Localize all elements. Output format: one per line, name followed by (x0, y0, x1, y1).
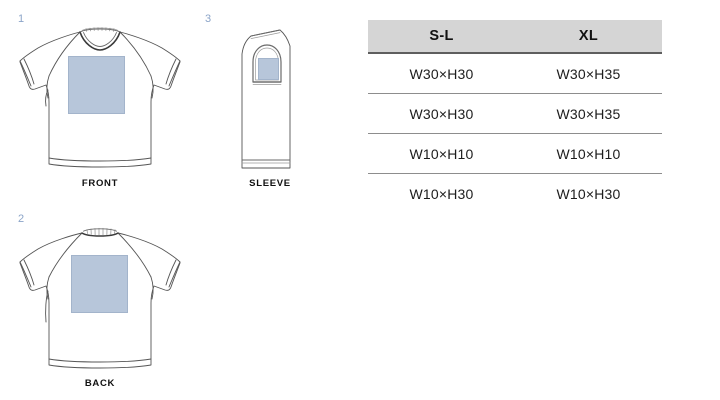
print-area-sleeve (258, 58, 279, 80)
print-area-back (71, 255, 128, 313)
sleeve-illustration (241, 29, 291, 169)
garment-label-back: BACK (84, 378, 116, 389)
cell-size-xl: W10×H30 (515, 173, 662, 213)
print-size-spec-table-container: S-L XL W30×H30 W30×H35 W30×H30 W30×H35 W… (368, 20, 662, 213)
table-row: W30×H30 W30×H35 (368, 93, 662, 134)
print-area-front (68, 56, 125, 114)
table-row: W10×H30 W10×H30 (368, 173, 662, 213)
garment-label-front: FRONT (81, 178, 119, 189)
marker-number-sleeve: 3 (205, 13, 212, 25)
spec-table-head: S-L XL (368, 20, 662, 54)
table-row: W10×H10 W10×H10 (368, 133, 662, 174)
cell-size-s-l: W10×H10 (368, 133, 515, 174)
garment-panel-sleeve: 3 SLEEVE (200, 0, 340, 200)
print-size-spec-table: S-L XL W30×H30 W30×H35 W30×H30 W30×H35 W… (368, 20, 662, 213)
spec-table-body: W30×H30 W30×H35 W30×H30 W30×H35 W10×H10 … (368, 53, 662, 213)
marker-number-front: 1 (18, 13, 25, 25)
spec-table-header-row: S-L XL (368, 20, 662, 54)
column-header-xl: XL (515, 20, 662, 54)
marker-number-back: 2 (18, 213, 25, 225)
cell-size-xl: W30×H35 (515, 53, 662, 94)
column-header-s-l: S-L (368, 20, 515, 54)
cell-size-xl: W30×H35 (515, 93, 662, 134)
table-row: W30×H30 W30×H35 (368, 53, 662, 94)
cell-size-xl: W10×H10 (515, 133, 662, 174)
garment-label-sleeve: SLEEVE (249, 178, 291, 189)
cell-size-s-l: W30×H30 (368, 93, 515, 134)
cell-size-s-l: W30×H30 (368, 53, 515, 94)
cell-size-s-l: W10×H30 (368, 173, 515, 213)
garment-panel-back: 2 (0, 205, 200, 400)
garment-panel-front: 1 (0, 0, 200, 200)
